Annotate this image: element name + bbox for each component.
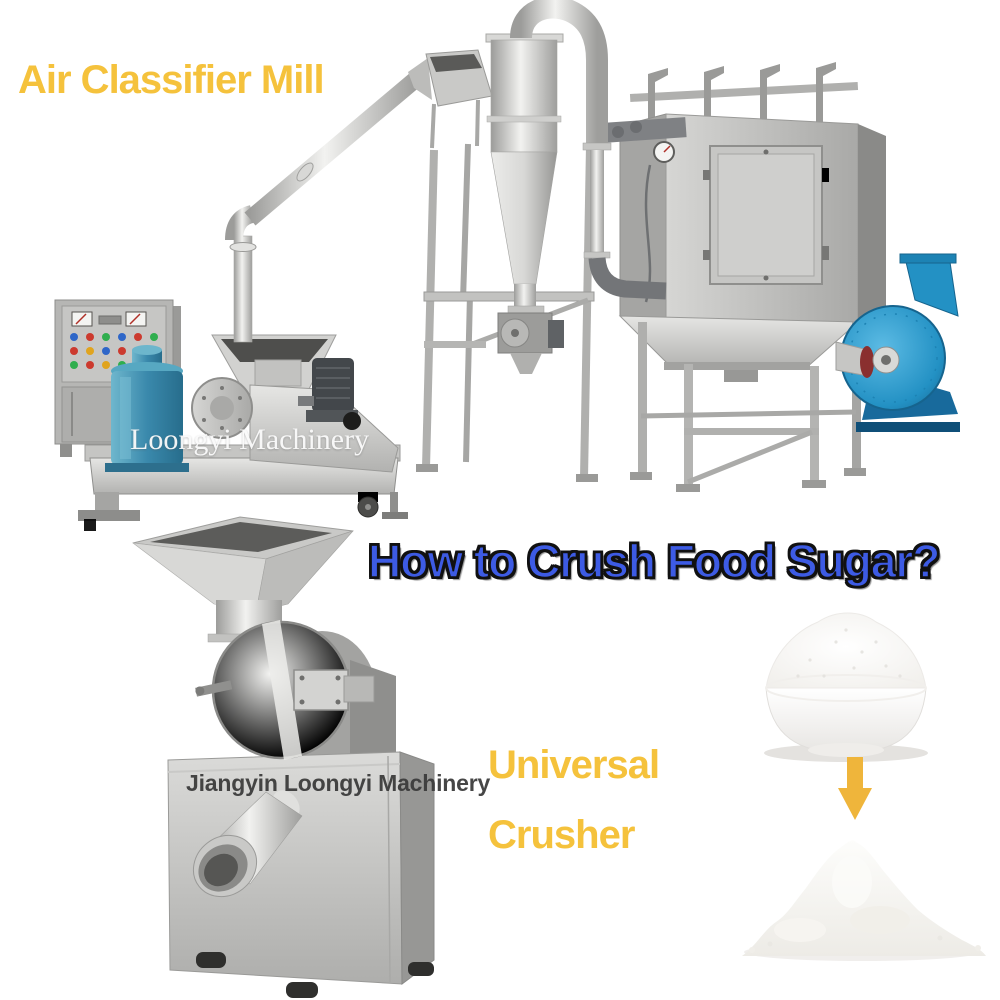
air-classifier-mill-label: Air Classifier Mill bbox=[18, 58, 325, 102]
collector-discharge bbox=[724, 370, 758, 382]
duct-elbow bbox=[588, 256, 667, 300]
blower-base bbox=[856, 422, 960, 432]
discharge-spout bbox=[192, 790, 303, 898]
sugar-mound bbox=[765, 612, 927, 689]
mill-motor bbox=[105, 345, 189, 472]
collector-hopper bbox=[618, 315, 860, 369]
universal-crusher-label-line1: Universal bbox=[488, 743, 660, 787]
pulse-valve-manifold bbox=[603, 117, 687, 303]
classifier-motor bbox=[298, 358, 361, 430]
down-arrow-icon bbox=[838, 757, 872, 820]
sugar-bowl bbox=[764, 612, 928, 762]
grinder-mill bbox=[78, 334, 408, 531]
sugar-grain-speckles bbox=[796, 628, 902, 678]
handwheel bbox=[343, 412, 361, 430]
dust-collector bbox=[603, 62, 886, 492]
blower-outlet bbox=[905, 261, 959, 317]
universal-crusher-machine bbox=[131, 516, 435, 998]
feed-pipe bbox=[225, 49, 493, 343]
grinding-chamber bbox=[195, 620, 375, 760]
machine-feet bbox=[196, 952, 434, 998]
cyclone-separator bbox=[485, 33, 564, 374]
collector-top-fins bbox=[629, 62, 859, 130]
cabinet-body bbox=[167, 751, 435, 985]
swing-bolt bbox=[195, 680, 233, 697]
collector-door bbox=[703, 145, 829, 285]
question-title: How to Crush Food Sugar? bbox=[367, 535, 941, 587]
watermark-loongyi-machinery: Loongyi Machinery bbox=[130, 423, 370, 456]
feed-hopper bbox=[131, 516, 354, 613]
watermark-jiangyin-loongyi: Jiangyin Loongyi Machinery bbox=[186, 770, 491, 796]
rotary-valve bbox=[497, 312, 564, 374]
universal-crusher-label-line2: Crusher bbox=[488, 813, 635, 857]
air-classifier-mill-system bbox=[54, 0, 960, 531]
cyclone-outlet-pipe bbox=[510, 0, 667, 300]
leveling-foot bbox=[78, 510, 140, 521]
blower-fan bbox=[835, 253, 960, 432]
panel-gauges bbox=[71, 311, 147, 327]
powder-pile bbox=[742, 840, 986, 961]
